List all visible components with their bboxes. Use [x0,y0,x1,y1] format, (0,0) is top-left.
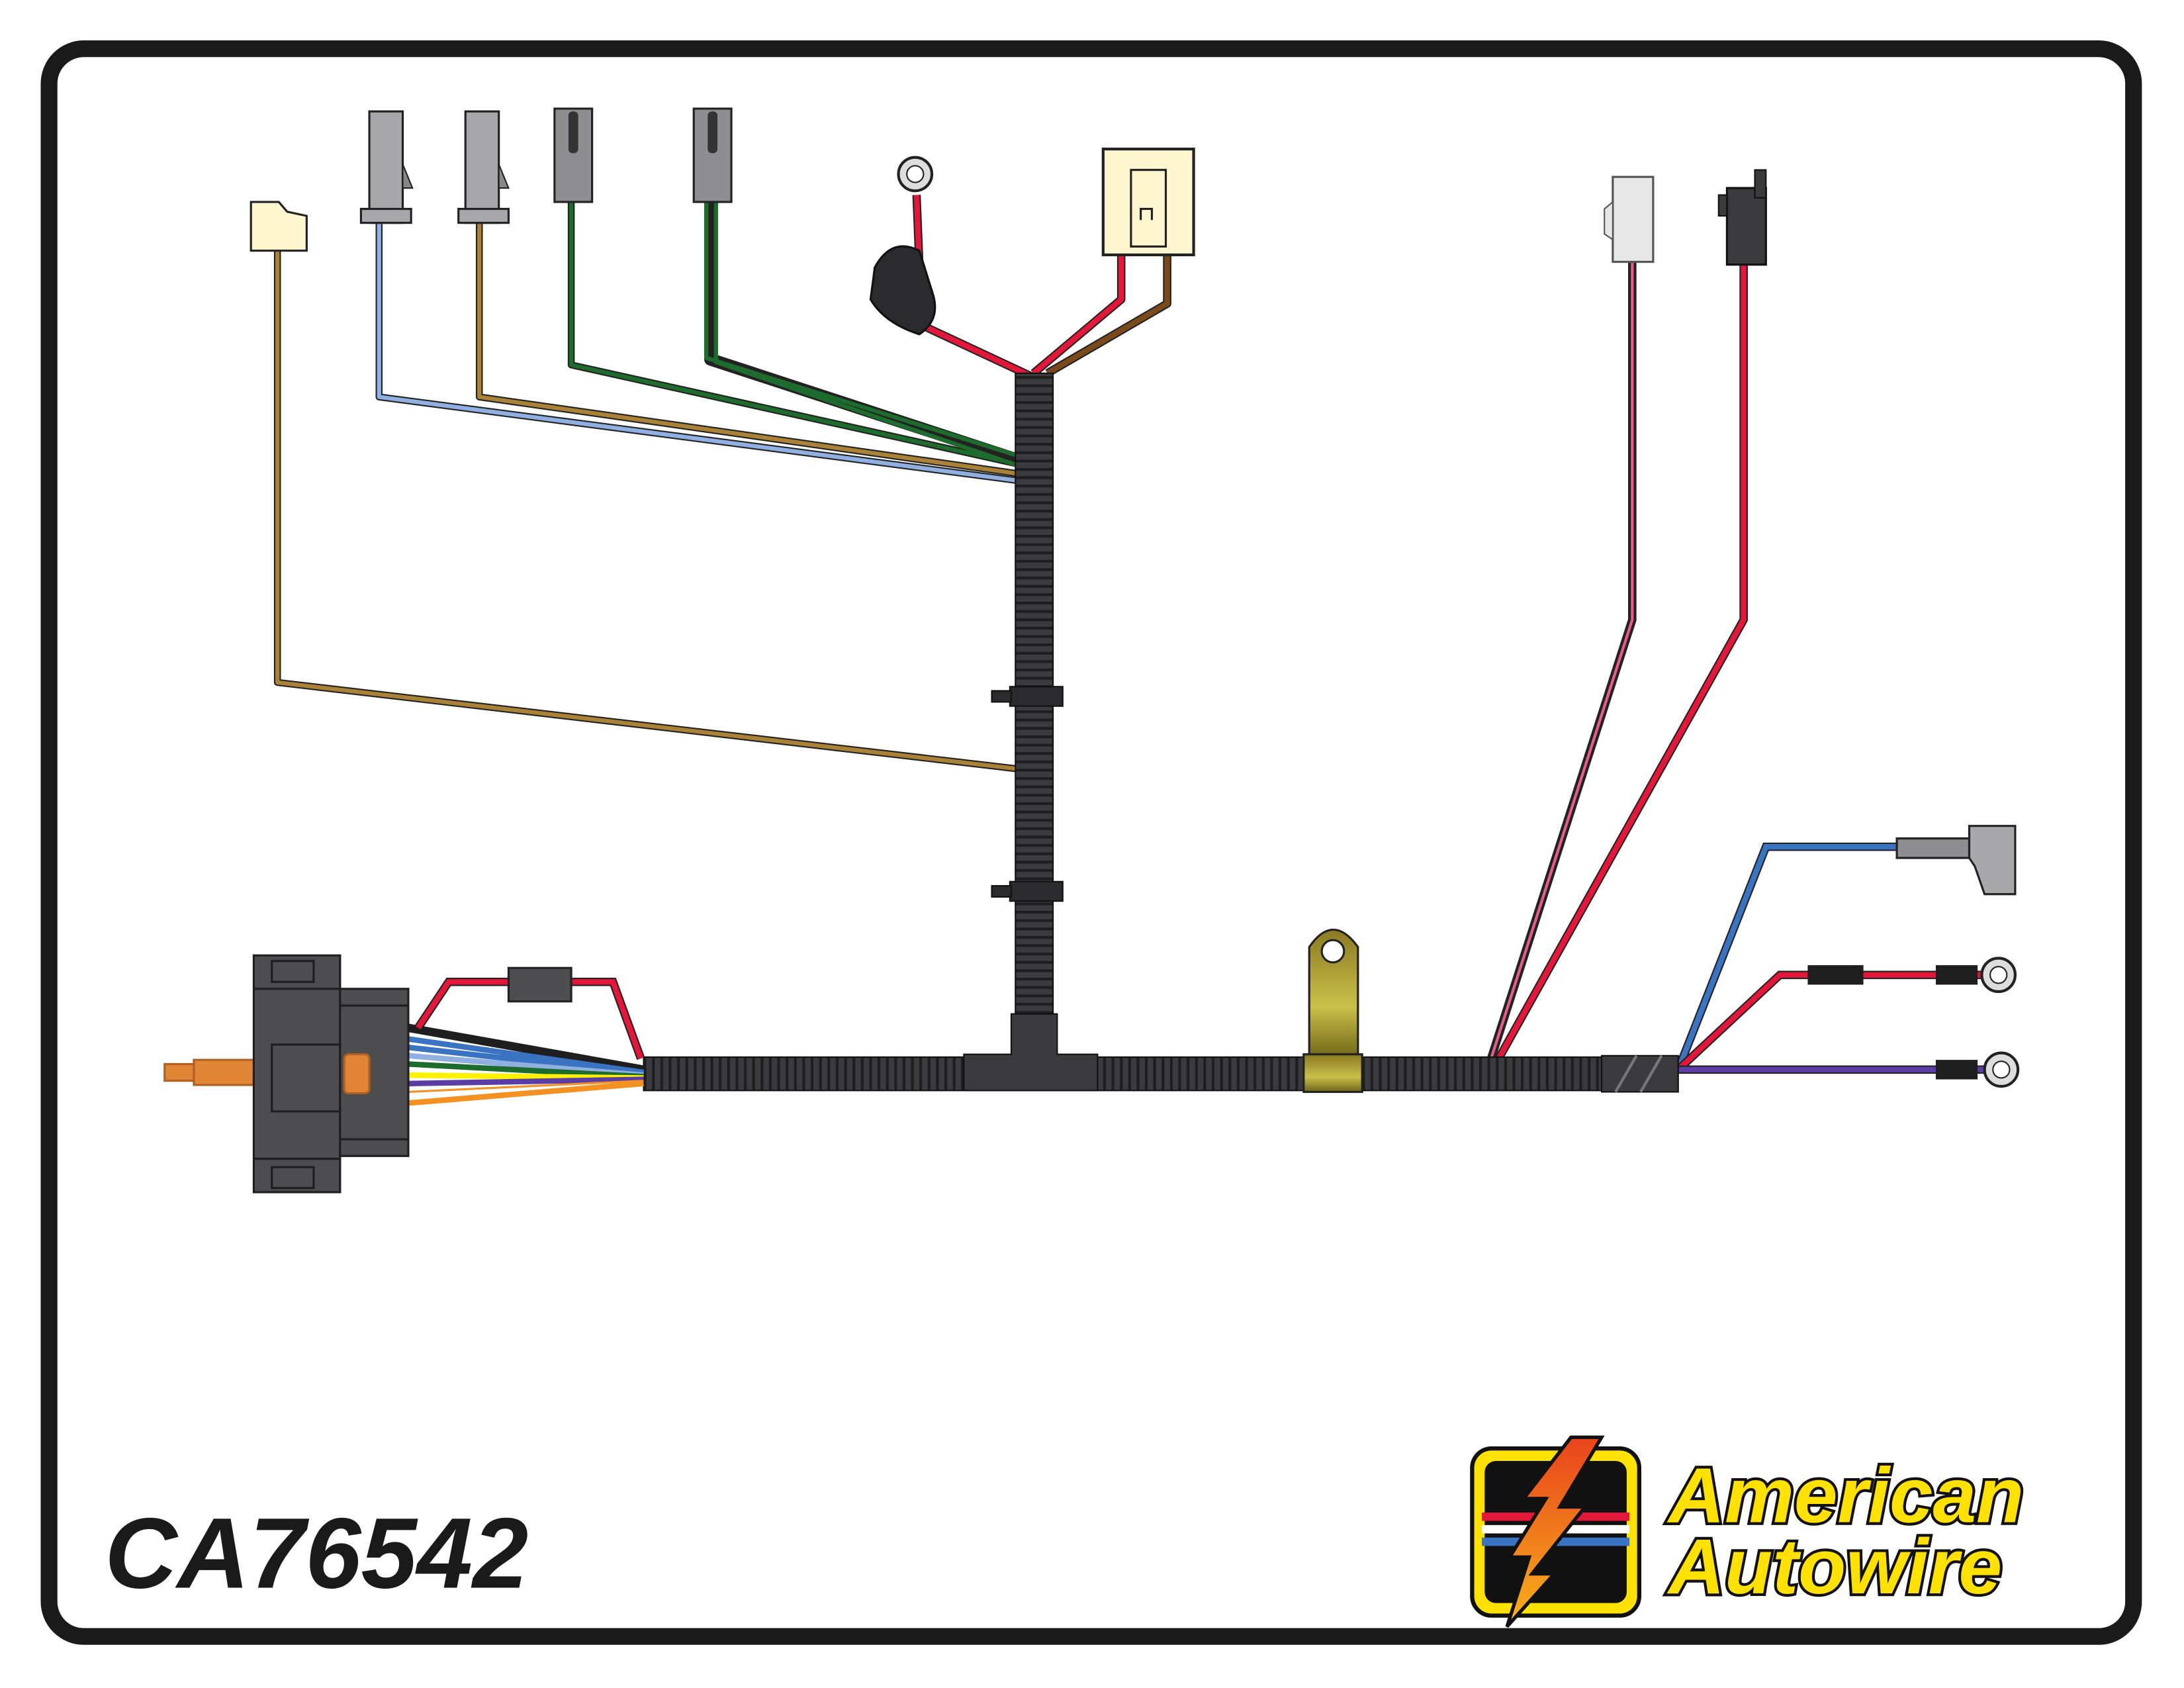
loom-horizontal [643,1056,1606,1092]
connector-black [1717,169,1767,266]
ring-terminal-red [1980,957,2017,994]
brand-logo: American Autowire [1470,1435,2026,1628]
brand-name-line2: Autowire [1666,1523,2002,1610]
wire-group-top-left [273,195,1171,773]
hex-nut [343,1053,371,1095]
loom-vertical [1015,372,1054,1064]
connector-gray-right [1895,825,2017,896]
tape-wrap [1600,1055,1679,1093]
connector-cream-small [250,201,308,252]
connector-cream-large [1101,148,1195,257]
zip-tie [991,686,1064,707]
inline-fuse [507,966,572,1003]
part-number: CA76542 [105,1498,528,1610]
connector-gray-3 [553,107,594,203]
fuse-holder-loop [414,966,645,1060]
connector-white [1604,175,1655,263]
page-border [40,40,2142,1645]
bulkhead-connector [163,954,410,1194]
ring-terminal-top [897,156,934,193]
connector-gray-2 [457,110,510,224]
terminal-crimp [1936,1060,1978,1080]
connector-gray-4 [692,107,733,203]
loom-t-junction [963,1013,1099,1092]
wire-fan [407,1023,645,1106]
rubber-boot [869,245,936,336]
wire-group-right [1486,261,1985,1074]
lightning-bolt-icon [1505,1435,1605,1628]
zip-tie [991,880,1064,902]
ring-terminal-purple [1983,1051,2020,1088]
connector-gray-1 [359,110,414,224]
brand-name-line1: American [1666,1452,2024,1539]
mounting-clamp [1302,929,1363,1094]
terminal-crimp [1936,965,1978,985]
heat-shrink [1807,965,1864,985]
